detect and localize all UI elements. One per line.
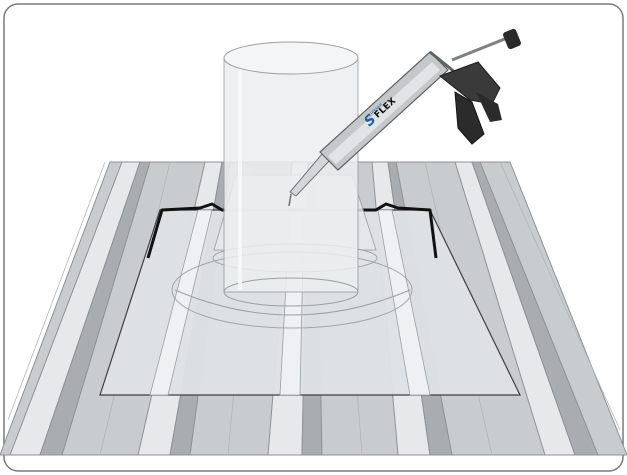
trigger-handle xyxy=(454,91,485,145)
flashing-base-plate xyxy=(99,202,521,396)
caulking-gun: S ureseal FLEX xyxy=(288,28,521,207)
plunger-knob xyxy=(503,28,521,50)
vent-pipe xyxy=(223,41,359,307)
